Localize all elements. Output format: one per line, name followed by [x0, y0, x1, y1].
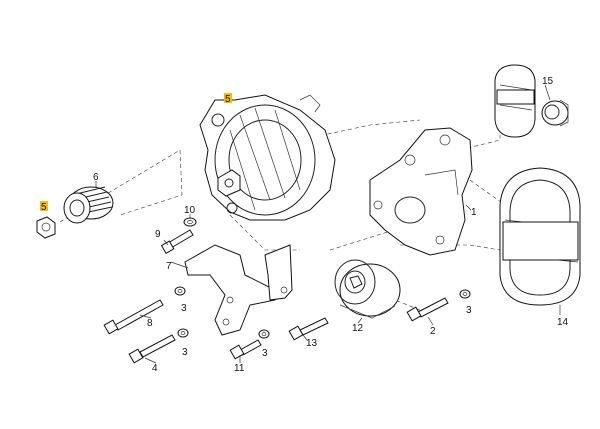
bracket-7-part — [184, 244, 293, 336]
leader-lines — [95, 84, 561, 364]
callout-11: 11 — [234, 363, 245, 374]
callout-6: 6 — [93, 172, 99, 183]
callout-15: 15 — [542, 76, 554, 87]
callout-3-left-top: 3 — [181, 303, 187, 314]
callout-12: 12 — [352, 323, 364, 334]
washer-10-part — [183, 217, 197, 227]
callout-3-right: 3 — [466, 305, 472, 316]
belt-14-part — [499, 167, 581, 306]
idler-pulley-15-part — [541, 99, 569, 127]
bolt-8-part — [103, 299, 164, 335]
callout-3-center: 3 — [262, 348, 268, 359]
highlight-box-5-alternator — [224, 93, 232, 103]
callout-14: 14 — [557, 317, 569, 328]
small-belt-part — [494, 64, 536, 138]
callout-3-left-bottom: 3 — [182, 347, 188, 358]
bolt-13-part — [288, 317, 329, 341]
highlight-box-5-nut — [40, 201, 48, 211]
bolt-4-part — [128, 334, 176, 364]
tensioner-pulley-part — [334, 259, 401, 319]
callout-labels: 1 2 3 3 3 3 4 5 5 6 7 8 9 10 11 12 13 14… — [41, 76, 569, 374]
pulley-part — [63, 186, 114, 224]
callout-10: 10 — [184, 205, 196, 216]
callout-7: 7 — [166, 261, 172, 272]
bolt-9-part — [160, 229, 194, 255]
callout-5-nut: 5 — [41, 202, 47, 213]
washer-3-right-part — [459, 289, 471, 299]
bolt-2-part — [406, 297, 449, 322]
nut-part — [36, 216, 56, 239]
callout-5-alternator: 5 — [225, 94, 231, 105]
alternator-part — [199, 94, 336, 221]
callout-2: 2 — [430, 326, 436, 337]
callout-9: 9 — [155, 229, 161, 240]
bolt-11-part — [229, 339, 262, 360]
callout-13: 13 — [306, 338, 318, 349]
mounting-bracket-part — [369, 127, 473, 256]
callout-4: 4 — [152, 363, 158, 374]
callout-8: 8 — [147, 318, 153, 329]
washer-3-left-part — [174, 286, 270, 339]
callout-1: 1 — [471, 207, 477, 218]
